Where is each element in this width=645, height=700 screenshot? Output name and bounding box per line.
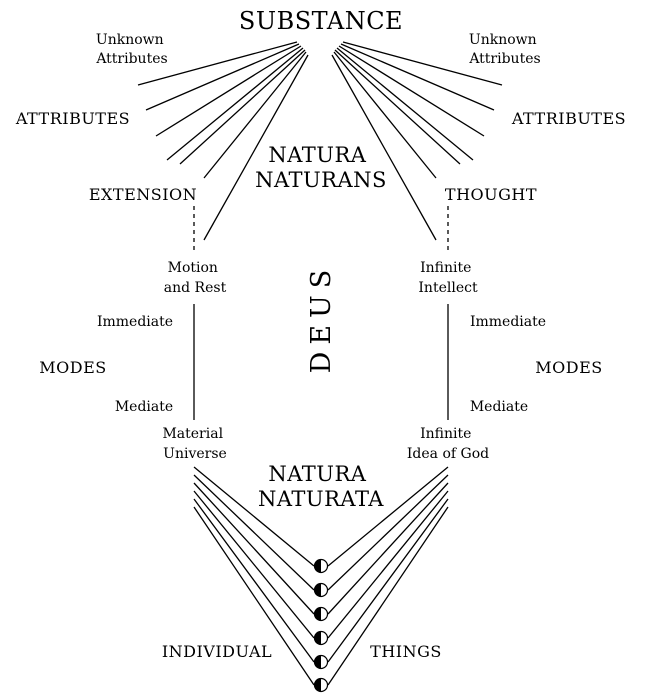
infinite-intellect-label: Infinite Intellect	[418, 260, 478, 296]
thought-label: THOUGHT	[445, 185, 537, 204]
immediate-label-right: Immediate	[470, 314, 546, 330]
natura-naturata-label: NATURA NATURATA	[258, 462, 384, 511]
material-universe-label: Material Universe	[162, 426, 227, 462]
modes-label-right: MODES	[535, 358, 602, 377]
thing-marker	[313, 630, 329, 646]
immediate-label-left: Immediate	[97, 314, 173, 330]
unknown-attributes-right: Unknown Attributes	[468, 32, 541, 67]
thing-marker	[313, 582, 329, 598]
thing-marker	[313, 606, 329, 622]
substance-title: SUBSTANCE	[239, 7, 403, 35]
extension-label: EXTENSION	[89, 185, 197, 204]
deus-label: DEUS	[306, 263, 337, 374]
unknown-attributes-left: Unknown Attributes	[95, 32, 168, 67]
thing-marker	[313, 677, 329, 693]
mediate-label-right: Mediate	[470, 399, 528, 415]
mediate-label-left: Mediate	[115, 399, 173, 415]
individual-things-markers	[313, 558, 329, 693]
things-label: THINGS	[370, 642, 442, 661]
modes-label-left: MODES	[39, 358, 106, 377]
right-things-fan	[327, 466, 449, 686]
natura-naturans-label: NATURA NATURANS	[255, 143, 387, 192]
attributes-label-left: ATTRIBUTES	[15, 109, 130, 128]
right-attribute-fan	[331, 41, 503, 241]
left-attribute-fan	[137, 41, 309, 241]
thing-marker	[313, 558, 329, 574]
idea-of-god-label: Infinite Idea of God	[407, 426, 489, 462]
left-things-fan	[193, 466, 315, 686]
thing-marker	[313, 654, 329, 670]
motion-and-rest-label: Motion and Rest	[164, 260, 227, 296]
individual-label: INDIVIDUAL	[162, 642, 272, 661]
attributes-label-right: ATTRIBUTES	[511, 109, 626, 128]
